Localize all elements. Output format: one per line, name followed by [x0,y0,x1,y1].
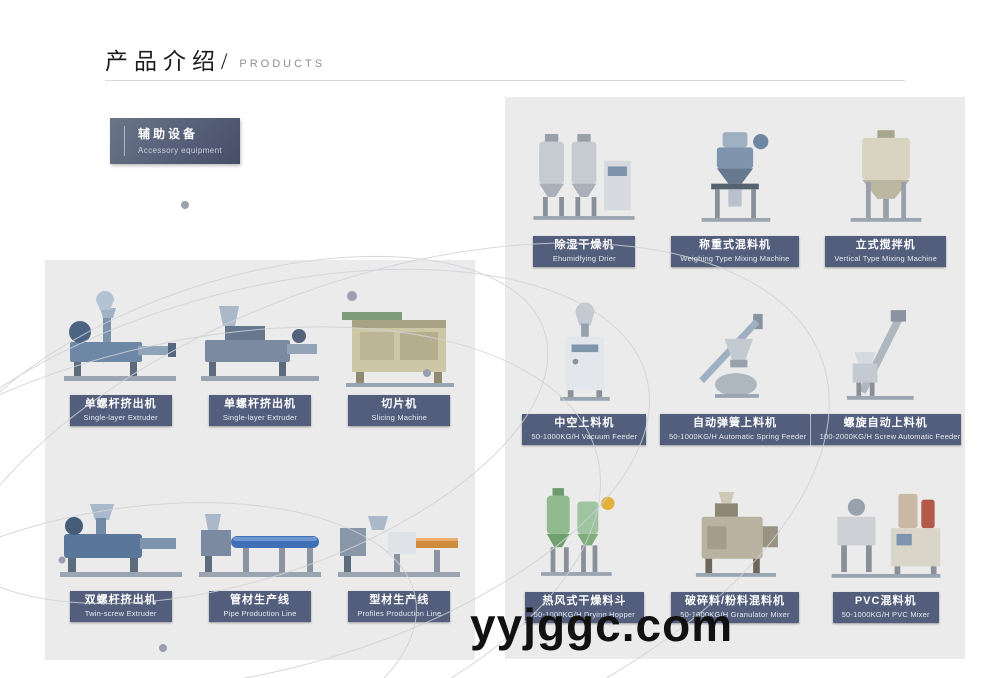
product-item-screw-feeder: 螺旋自动上料机 100-2000KG/H Screw Automatic Feed… [810,299,961,477]
product-label: 自动弹簧上料机 50-1000KG/H Automatic Spring Feed… [659,414,810,445]
slicing-machine-icon [330,290,468,390]
product-item-single-extruder-a: 单螺杆挤出机 Single-layer Extruder [51,290,190,486]
product-item-profile-line: 型材生产线 Profiles Production Line [330,486,469,678]
category-name-cn: 辅助设备 [138,127,199,141]
product-name-cn: 称重式混料机 [698,239,771,251]
product-name-en: Twin-screw Extruder [84,608,157,618]
product-label: 单螺杆挤出机 Single-layer Extruder [69,395,172,426]
product-name-cn: 型材生产线 [369,594,430,606]
product-name-cn: 管材生产线 [229,594,290,606]
product-name-en: Single-layer Extruder [222,412,298,422]
product-label: 中空上料机 50-1000KG/H Vacuum Feeder [522,414,647,445]
product-label: 螺旋自动上料机 100-2000KG/H Screw Automatic Feed… [810,414,961,445]
single-extruder-a-icon [52,290,190,390]
product-label: 切片机 Slicing Machine [348,395,451,426]
product-name-en: Ehumidfying Drier [552,253,616,263]
product-name-cn: 自动弹簧上料机 [692,417,777,429]
product-label: PVC混料机 50-1000KG/H PVC Mixer [832,592,939,623]
product-name-en: Vertical Type Mixing Machine [834,253,937,263]
profile-line-icon [330,486,468,586]
granulator-mixer-icon [673,477,797,587]
product-name-en: Pipe Production Line [223,608,297,618]
page-title-cn: 产品介绍/ [105,49,234,74]
product-item-twin-screw-extruder: 双螺杆挤出机 Twin-screw Extruder [51,486,190,678]
product-name-cn: 除湿干燥机 [554,239,615,251]
weighing-mixer-icon [673,121,797,231]
left-product-grid: 单螺杆挤出机 Single-layer Extruder 单螺杆挤出机 Single-… [45,260,475,678]
product-name-cn: PVC混料机 [854,595,917,607]
vacuum-feeder-icon [522,299,646,409]
single-extruder-b-icon [191,290,329,390]
product-label: 称重式混料机 Weighing Type Mixing Machine [671,236,799,267]
pipe-line-icon [191,486,329,586]
product-name-en: 100-2000KG/H Screw Automatic Feeder [819,431,961,441]
product-label: 型材生产线 Profiles Production Line [348,591,451,622]
product-name-en: Profiles Production Line [357,608,442,618]
vertical-mixer-icon [824,121,948,231]
product-item-vertical-mixer: 立式搅拌机 Vertical Type Mixing Machine [810,121,961,299]
category-badge: 辅助设备 Accessory equipment [110,118,240,164]
product-name-cn: 立式搅拌机 [855,239,916,251]
product-item-pipe-line: 管材生产线 Pipe Production Line [190,486,329,678]
product-name-cn: 双螺杆挤出机 [84,594,157,606]
pvc-mixer-icon [824,477,948,587]
product-name-en: Single-layer Extruder [83,412,158,422]
product-item-dehumidify-drier: 除湿干燥机 Ehumidfying Drier [509,121,660,299]
product-name-cn: 单螺杆挤出机 [84,398,157,410]
left-product-panel: 单螺杆挤出机 Single-layer Extruder 单螺杆挤出机 Single-… [45,260,475,660]
product-item-weighing-mixer: 称重式混料机 Weighing Type Mixing Machine [660,121,811,299]
product-item-slicing-machine: 切片机 Slicing Machine [330,290,469,486]
product-name-cn: 中空上料机 [554,417,615,429]
header-divider [105,80,905,81]
product-name-cn: 切片机 [381,398,418,410]
drying-hopper-icon [522,477,646,587]
product-name-cn: 螺旋自动上料机 [843,417,928,429]
right-product-panel: 除湿干燥机 Ehumidfying Drier 称重式混料机 Weighing Typ… [505,97,965,659]
screw-feeder-icon [824,299,948,409]
product-label: 立式搅拌机 Vertical Type Mixing Machine [825,236,946,267]
dehumidify-drier-icon [522,121,646,231]
product-name-en: 50-1000KG/H PVC Mixer [841,609,930,619]
page-title-en: PRODUCTS [239,58,326,70]
product-name-en: 50-1000KG/H Vacuum Feeder [531,431,638,441]
product-item-pvc-mixer: PVC混料机 50-1000KG/H PVC Mixer [810,477,961,655]
product-label: 双螺杆挤出机 Twin-screw Extruder [69,591,172,622]
product-name-en: 50-1000KG/H Automatic Spring Feeder [668,431,807,441]
product-item-spring-feeder: 自动弹簧上料机 50-1000KG/H Automatic Spring Feed… [659,299,811,477]
product-item-vacuum-feeder: 中空上料机 50-1000KG/H Vacuum Feeder [509,299,660,477]
right-product-grid: 除湿干燥机 Ehumidfying Drier 称重式混料机 Weighing Typ… [505,97,965,655]
product-name-cn: 单螺杆挤出机 [223,398,296,410]
product-label: 管材生产线 Pipe Production Line [208,591,311,622]
twin-screw-extruder-icon [52,486,190,586]
product-name-en: Weighing Type Mixing Machine [680,253,790,263]
spring-feeder-icon [673,299,797,409]
product-name-en: Slicing Machine [371,412,428,422]
watermark-text: yyjggc.com [470,599,734,651]
product-label: 除湿干燥机 Ehumidfying Drier [533,236,636,267]
product-item-single-extruder-b: 单螺杆挤出机 Single-layer Extruder [190,290,329,486]
page-title: 产品介绍/PRODUCTS [105,42,325,76]
category-name-en: Accessory equipment [138,146,223,155]
product-label: 单螺杆挤出机 Single-layer Extruder [208,395,311,426]
